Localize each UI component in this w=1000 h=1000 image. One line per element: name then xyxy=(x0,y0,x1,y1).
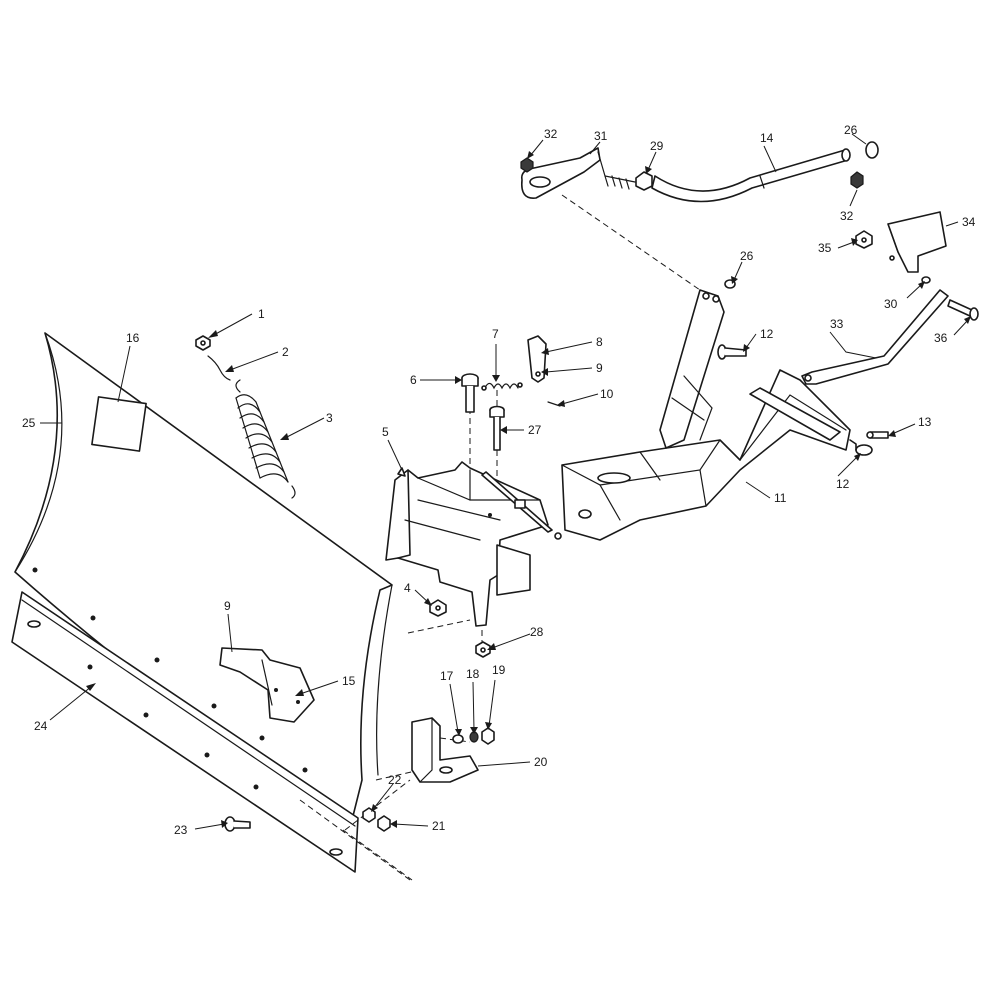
cutting-edge xyxy=(11,591,359,873)
bolt-36 xyxy=(947,299,979,321)
callout-27: 27 xyxy=(528,423,542,437)
callout-29: 29 xyxy=(650,139,664,153)
callout-12-lower: 12 xyxy=(836,477,850,491)
bolt-12-upper xyxy=(717,344,747,360)
pin-13 xyxy=(866,431,889,439)
push-frame-upright xyxy=(659,289,725,449)
nut-1 xyxy=(195,335,211,351)
nut-28 xyxy=(475,641,491,658)
cap-26-upper xyxy=(865,141,879,159)
callout-23: 23 xyxy=(174,823,188,837)
mounting-frame xyxy=(385,461,562,627)
push-frame xyxy=(561,369,851,541)
callout-11: 11 xyxy=(774,491,787,505)
callout-15: 15 xyxy=(342,674,356,688)
callout-9-latch: 9 xyxy=(596,361,603,375)
lift-rod xyxy=(801,289,949,385)
bolt-23 xyxy=(224,816,251,832)
callout-8: 8 xyxy=(596,335,603,349)
nut-4 xyxy=(429,599,447,617)
nut-29 xyxy=(635,171,653,191)
callout-26-lower: 26 xyxy=(740,249,754,263)
callout-3: 3 xyxy=(326,411,333,425)
callout-33: 33 xyxy=(830,317,844,331)
callout-7: 7 xyxy=(492,327,499,341)
callout-12-upper: 12 xyxy=(760,327,774,341)
blade-bracket xyxy=(219,647,315,723)
callout-28: 28 xyxy=(530,625,544,639)
callout-35: 35 xyxy=(818,241,832,255)
callout-32-right: 32 xyxy=(840,209,854,223)
bolt-27 xyxy=(489,405,505,451)
callout-18: 18 xyxy=(466,667,480,681)
mount-plate xyxy=(887,211,947,273)
callout-16: 16 xyxy=(126,331,140,345)
bolt-12-lower xyxy=(849,439,873,456)
hardware-19 xyxy=(481,727,495,745)
callout-24: 24 xyxy=(34,719,48,733)
callout-22: 22 xyxy=(388,773,402,787)
callout-30: 30 xyxy=(884,297,898,311)
callout-9-bracket: 9 xyxy=(224,599,231,613)
callout-1: 1 xyxy=(258,307,265,321)
callout-4: 4 xyxy=(404,581,411,595)
callout-20: 20 xyxy=(534,755,548,769)
latch-lever xyxy=(527,335,547,383)
callout-5: 5 xyxy=(382,425,389,439)
hardware-17 xyxy=(452,734,464,744)
pivot-bracket xyxy=(411,717,479,783)
washer-32-left xyxy=(520,157,534,173)
callout-10: 10 xyxy=(600,387,614,401)
callouts: 1 2 3 4 5 6 7 8 9 9 10 11 12 12 13 14 15… xyxy=(22,123,976,837)
spring-7 xyxy=(481,382,523,391)
callout-32-left: 32 xyxy=(544,127,558,141)
callout-34: 34 xyxy=(962,215,976,229)
callout-31: 31 xyxy=(594,129,608,143)
handle-tube xyxy=(651,148,851,203)
leader-lines xyxy=(40,133,971,830)
callout-17: 17 xyxy=(440,669,454,683)
pin-10 xyxy=(547,401,561,407)
callout-21: 21 xyxy=(432,819,446,833)
nut-21 xyxy=(377,815,391,832)
bolt-6 xyxy=(461,373,479,413)
washer-32-right xyxy=(850,171,864,189)
callout-14: 14 xyxy=(760,131,774,145)
callout-25: 25 xyxy=(22,416,36,430)
callout-6: 6 xyxy=(410,373,417,387)
callout-2: 2 xyxy=(282,345,289,359)
washer-35 xyxy=(855,230,873,249)
callout-19: 19 xyxy=(492,663,506,677)
clip xyxy=(207,355,231,381)
nut-22 xyxy=(362,807,376,823)
callout-36: 36 xyxy=(934,331,948,345)
callout-13: 13 xyxy=(918,415,932,429)
blade-decal xyxy=(91,396,147,452)
lift-lever xyxy=(520,147,636,199)
spring xyxy=(235,379,296,499)
callout-26-upper: 26 xyxy=(844,123,858,137)
